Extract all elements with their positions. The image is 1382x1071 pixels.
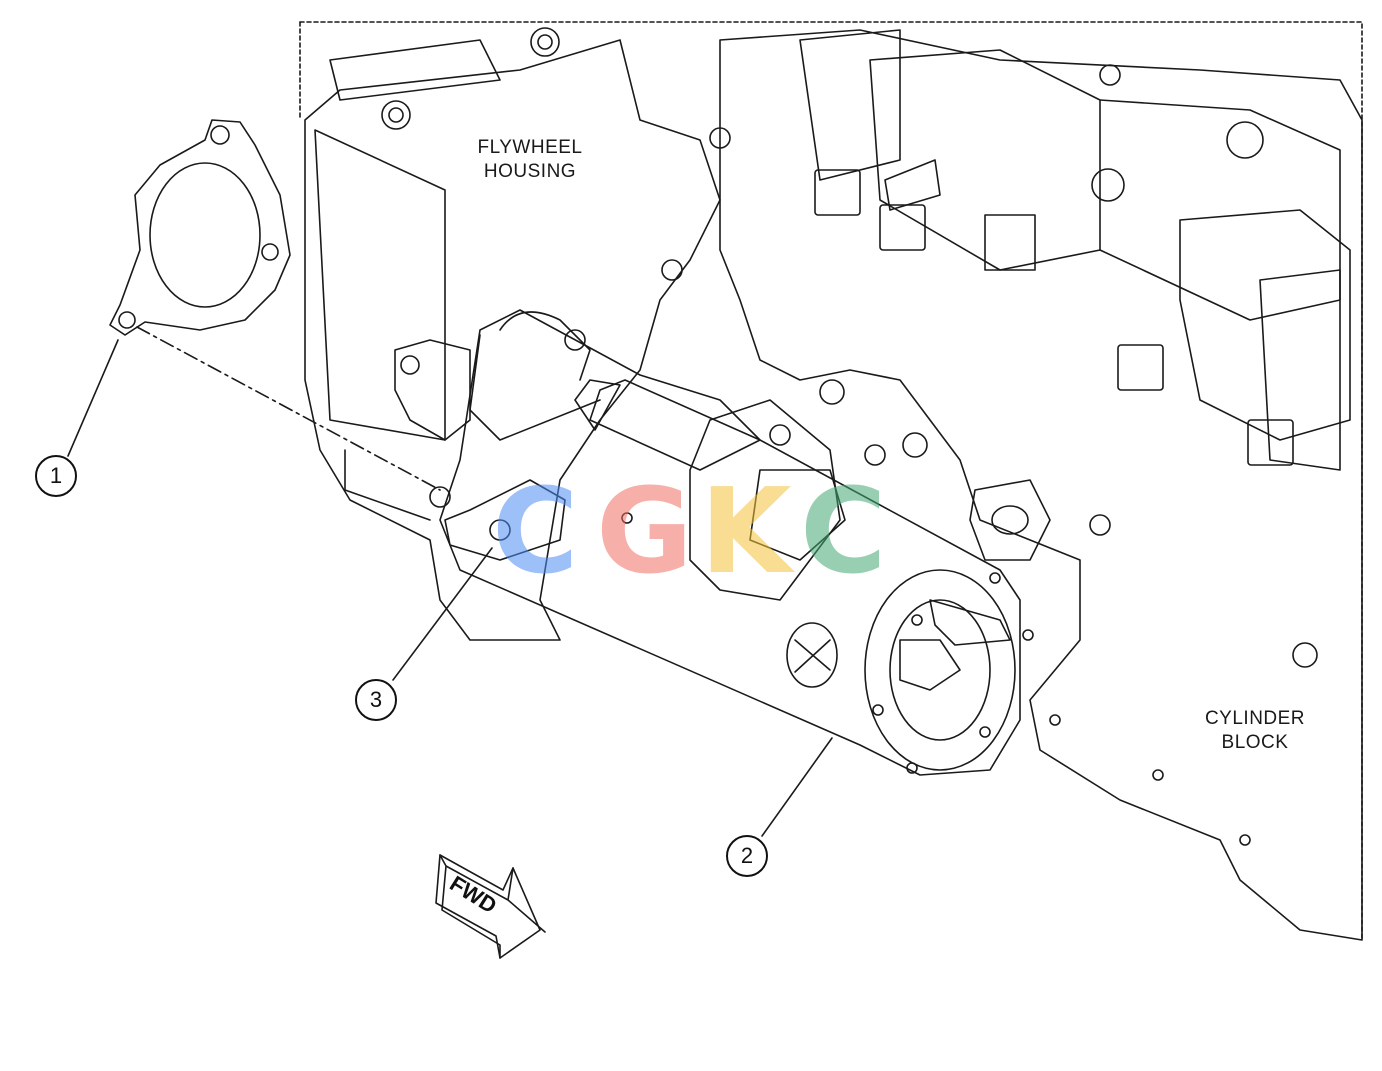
- label-flywheel-line1: FLYWHEEL: [477, 137, 583, 158]
- callout-3: 3: [355, 679, 397, 721]
- label-cylinder-line1: CYLINDER: [1204, 708, 1306, 729]
- label-flywheel-housing: FLYWHEEL HOUSING: [455, 136, 605, 184]
- callout-2: 2: [726, 835, 768, 877]
- starter-motor: [439, 309, 1021, 776]
- label-flywheel-line2: HOUSING: [483, 161, 577, 182]
- watermark-letter-4: C: [800, 462, 887, 600]
- fwd-arrow: [435, 854, 541, 959]
- label-cylinder-block: CYLINDER BLOCK: [1190, 707, 1320, 755]
- cylinder-block: [719, 29, 1363, 941]
- watermark-letter-2: G: [596, 462, 693, 600]
- watermark-letter-3: K: [700, 462, 792, 600]
- gasket: [109, 119, 291, 336]
- watermark-letter-1: C: [492, 462, 579, 600]
- label-cylinder-line2: BLOCK: [1221, 732, 1289, 753]
- callout-1: 1: [35, 455, 77, 497]
